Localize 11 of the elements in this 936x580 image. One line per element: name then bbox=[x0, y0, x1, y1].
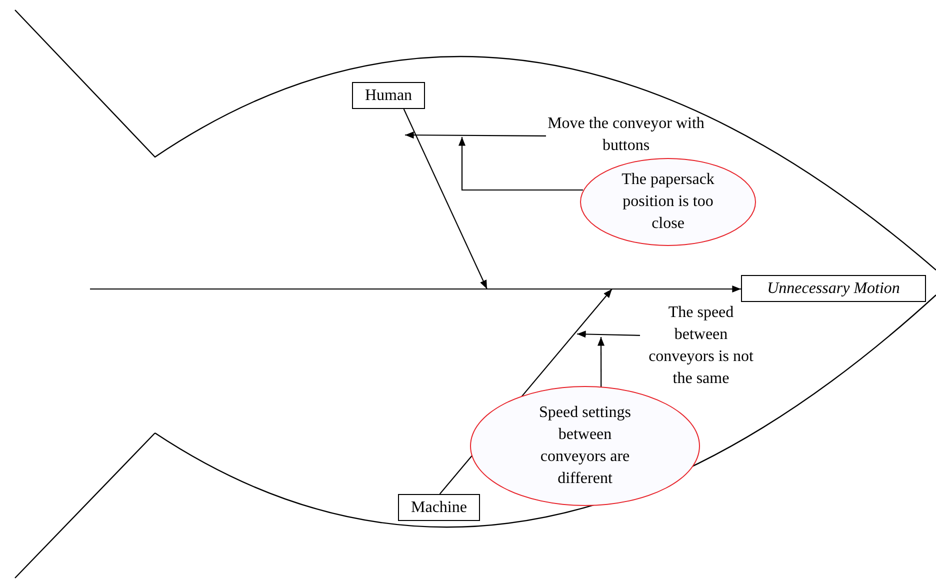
category-box: Unnecessary Motion bbox=[741, 275, 926, 302]
category-box: Human bbox=[352, 82, 425, 109]
root-cause-ellipse: The papersack position is too close bbox=[580, 158, 756, 246]
arrow bbox=[90, 285, 741, 293]
arrow bbox=[576, 330, 640, 338]
cause-text: Move the conveyor with buttons bbox=[546, 112, 706, 158]
arrow bbox=[403, 108, 488, 290]
arrow bbox=[598, 337, 605, 388]
category-box: Machine bbox=[398, 494, 480, 521]
root-cause-ellipse: Speed settings between conveyors are different bbox=[470, 386, 700, 506]
arrow bbox=[405, 132, 546, 139]
